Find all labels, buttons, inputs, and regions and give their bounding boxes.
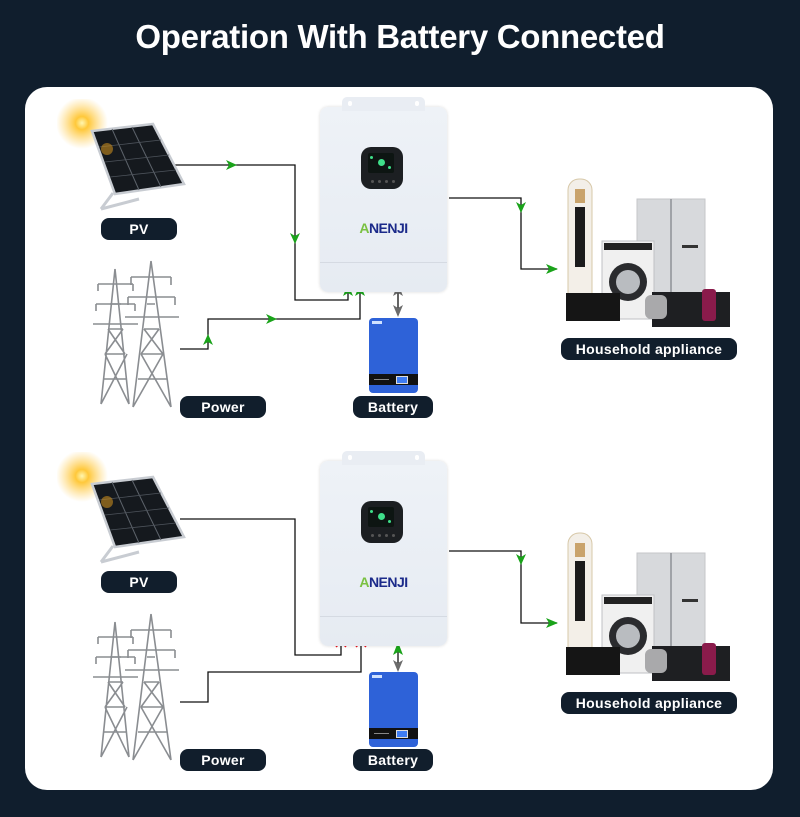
top-wires bbox=[175, 160, 558, 350]
battery-device-2 bbox=[369, 672, 418, 747]
battery-arrow-up-green bbox=[393, 642, 403, 655]
household-appliance-label-2: Household appliance bbox=[561, 692, 737, 714]
load-flow-arrow-down bbox=[516, 202, 526, 213]
inverter-brand-logo-2: ANENJI bbox=[359, 574, 408, 590]
pv-flow-arrow-right bbox=[226, 160, 237, 170]
grid-flow-arrow-right bbox=[266, 314, 277, 324]
power-grid-tower-icon-2 bbox=[93, 613, 179, 761]
pv-wire bbox=[175, 164, 349, 301]
solar-panel-icon bbox=[57, 99, 186, 211]
household-appliance-icon bbox=[566, 178, 730, 327]
pv-flow-arrow-down bbox=[290, 233, 300, 244]
battery-arrow-down bbox=[393, 305, 403, 317]
load-flow-arrow-right bbox=[546, 264, 558, 274]
pv-array-label: PV Array bbox=[101, 218, 177, 259]
mounting-bracket bbox=[342, 97, 425, 111]
inverter-device: ANENJI bbox=[320, 97, 447, 292]
page-title: Operation With Battery Connected bbox=[135, 18, 665, 55]
household-appliance-label: Household appliance bbox=[561, 338, 737, 360]
diagram-card: PV Array Power grid ANENJI Battery bbox=[25, 87, 773, 790]
power-grid-tower-icon bbox=[93, 260, 179, 408]
mounting-bracket-2 bbox=[342, 451, 425, 465]
grid-flow-arrow-up bbox=[203, 334, 213, 345]
battery-arrow-down-gray bbox=[393, 660, 403, 672]
battery-device bbox=[369, 318, 418, 393]
household-appliance-icon-2 bbox=[566, 532, 730, 681]
inverter-display-2 bbox=[361, 501, 403, 543]
inverter-display bbox=[361, 147, 403, 189]
load-flow-arrow-down-2 bbox=[516, 554, 526, 565]
power-grid-label-2: Power grid bbox=[180, 749, 266, 790]
inverter-device-2: ANENJI bbox=[320, 451, 447, 646]
power-grid-label: Power grid bbox=[180, 396, 266, 437]
load-wire bbox=[449, 197, 557, 270]
battery-label-2: Battery bbox=[353, 749, 433, 771]
load-flow-arrow-right-2 bbox=[546, 618, 558, 628]
load-wire-2 bbox=[449, 550, 557, 624]
inverter-brand-logo: ANENJI bbox=[359, 220, 408, 236]
pv-wire-2 bbox=[180, 518, 342, 656]
grid-wire-2 bbox=[180, 642, 362, 703]
solar-panel-icon-2 bbox=[57, 452, 186, 564]
wiring-layer bbox=[175, 160, 558, 703]
grid-wire bbox=[180, 284, 361, 350]
battery-label: Battery bbox=[353, 396, 433, 418]
pv-array-label-2: PV Array bbox=[101, 571, 177, 612]
